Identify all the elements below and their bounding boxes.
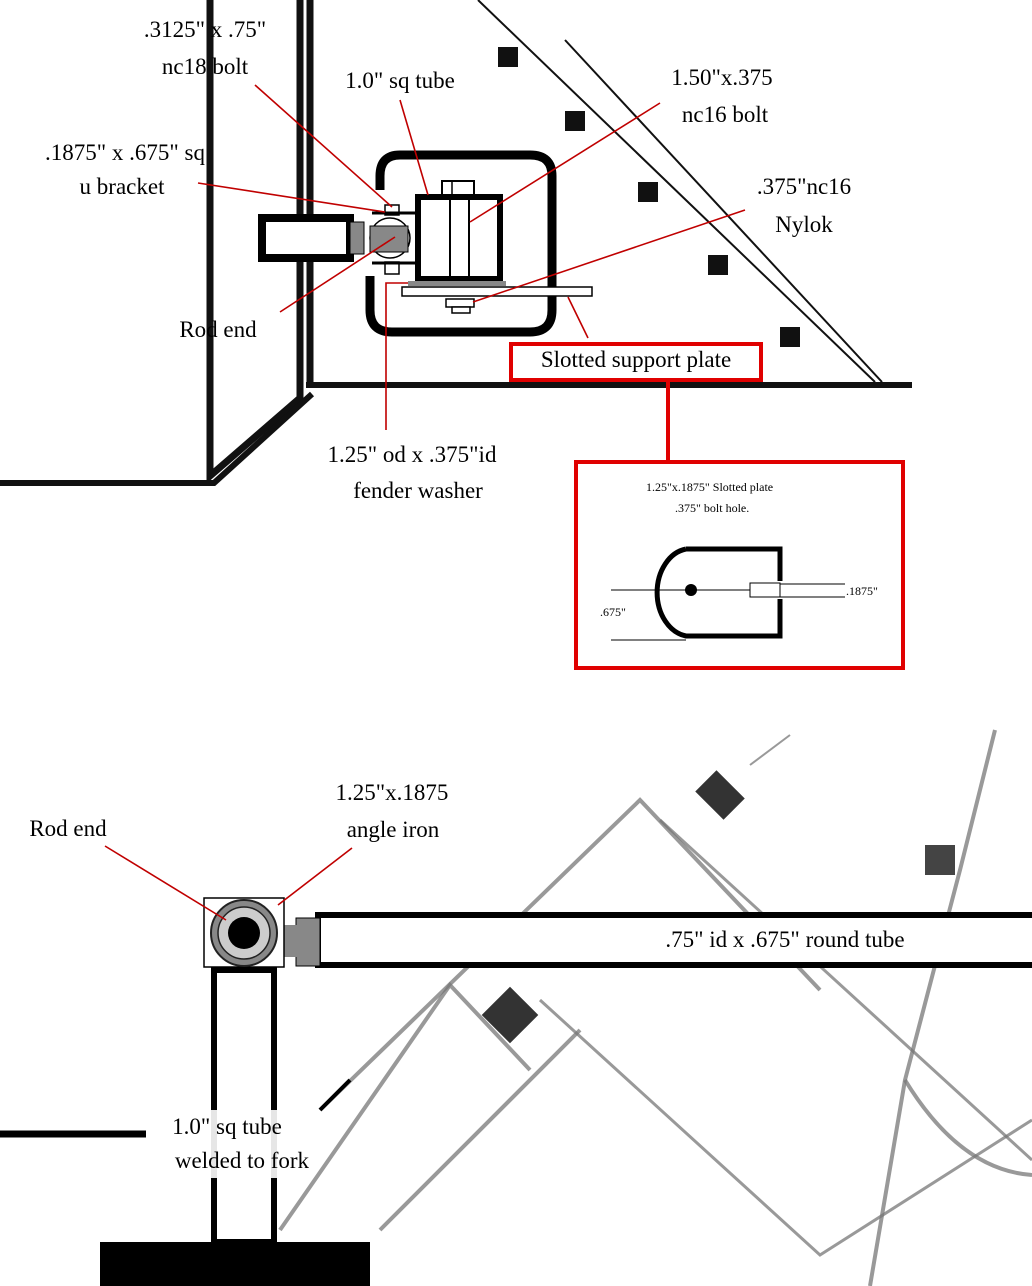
u-bracket bbox=[365, 150, 557, 337]
sq-tube-side bbox=[211, 967, 277, 1245]
fender-washer bbox=[408, 281, 506, 286]
slotted-support-plate bbox=[401, 286, 593, 297]
label-sq-tube-note: welded to fork bbox=[175, 1148, 310, 1173]
label-bracket-type: u bracket bbox=[80, 174, 166, 199]
inset-subtitle: .375" bolt hole. bbox=[675, 501, 749, 515]
inset-title: 1.25"x.1875" Slotted plate bbox=[646, 480, 773, 494]
inset-dim-width: .675" bbox=[600, 605, 626, 619]
inset-dim-slot: .1875" bbox=[846, 584, 878, 598]
label-angle-type: angle iron bbox=[347, 817, 440, 842]
label-round-tube: .75" id x .675" round tube bbox=[665, 927, 904, 952]
label-bolt-type: nc18 bolt bbox=[162, 54, 249, 79]
label-nut-size: .375"nc16 bbox=[757, 174, 851, 199]
label-support-plate: Slotted support plate bbox=[541, 347, 731, 372]
rod-tube bbox=[258, 214, 354, 262]
label-main-bolt-type: nc16 bolt bbox=[682, 102, 769, 127]
side-frame-background bbox=[278, 729, 1032, 1286]
support-plate-highlight bbox=[509, 342, 763, 382]
sq-tube bbox=[415, 194, 503, 282]
side-assembly bbox=[0, 897, 1032, 1286]
grid-squares bbox=[498, 47, 800, 347]
label-rod-end-top: Rod end bbox=[179, 317, 257, 342]
label-washer-type: fender washer bbox=[353, 478, 483, 503]
top-assembly bbox=[258, 150, 593, 337]
label-nut-type: Nylok bbox=[775, 212, 833, 237]
slotted-plate-inset: 1.25"x.1875" Slotted plate .375" bolt ho… bbox=[574, 460, 905, 670]
label-bracket-size: .1875" x .675" sq bbox=[45, 140, 205, 165]
top-leader-lines bbox=[197, 84, 746, 430]
label-angle-size: 1.25"x.1875 bbox=[336, 780, 449, 805]
label-sq-tube: 1.0" sq tube bbox=[345, 68, 455, 93]
bolt-head bbox=[441, 180, 475, 196]
label-rod-end-side: Rod end bbox=[29, 816, 107, 841]
nylok-nut bbox=[445, 298, 475, 308]
fork-base bbox=[100, 1242, 370, 1286]
label-main-bolt-size: 1.50"x.375 bbox=[671, 65, 772, 90]
top-frame-background bbox=[0, 0, 912, 486]
label-sq-tube-side: 1.0" sq tube bbox=[172, 1114, 282, 1139]
label-bolt-size: .3125" x .75" bbox=[144, 17, 266, 42]
label-washer-size: 1.25" od x .375"id bbox=[328, 442, 497, 467]
